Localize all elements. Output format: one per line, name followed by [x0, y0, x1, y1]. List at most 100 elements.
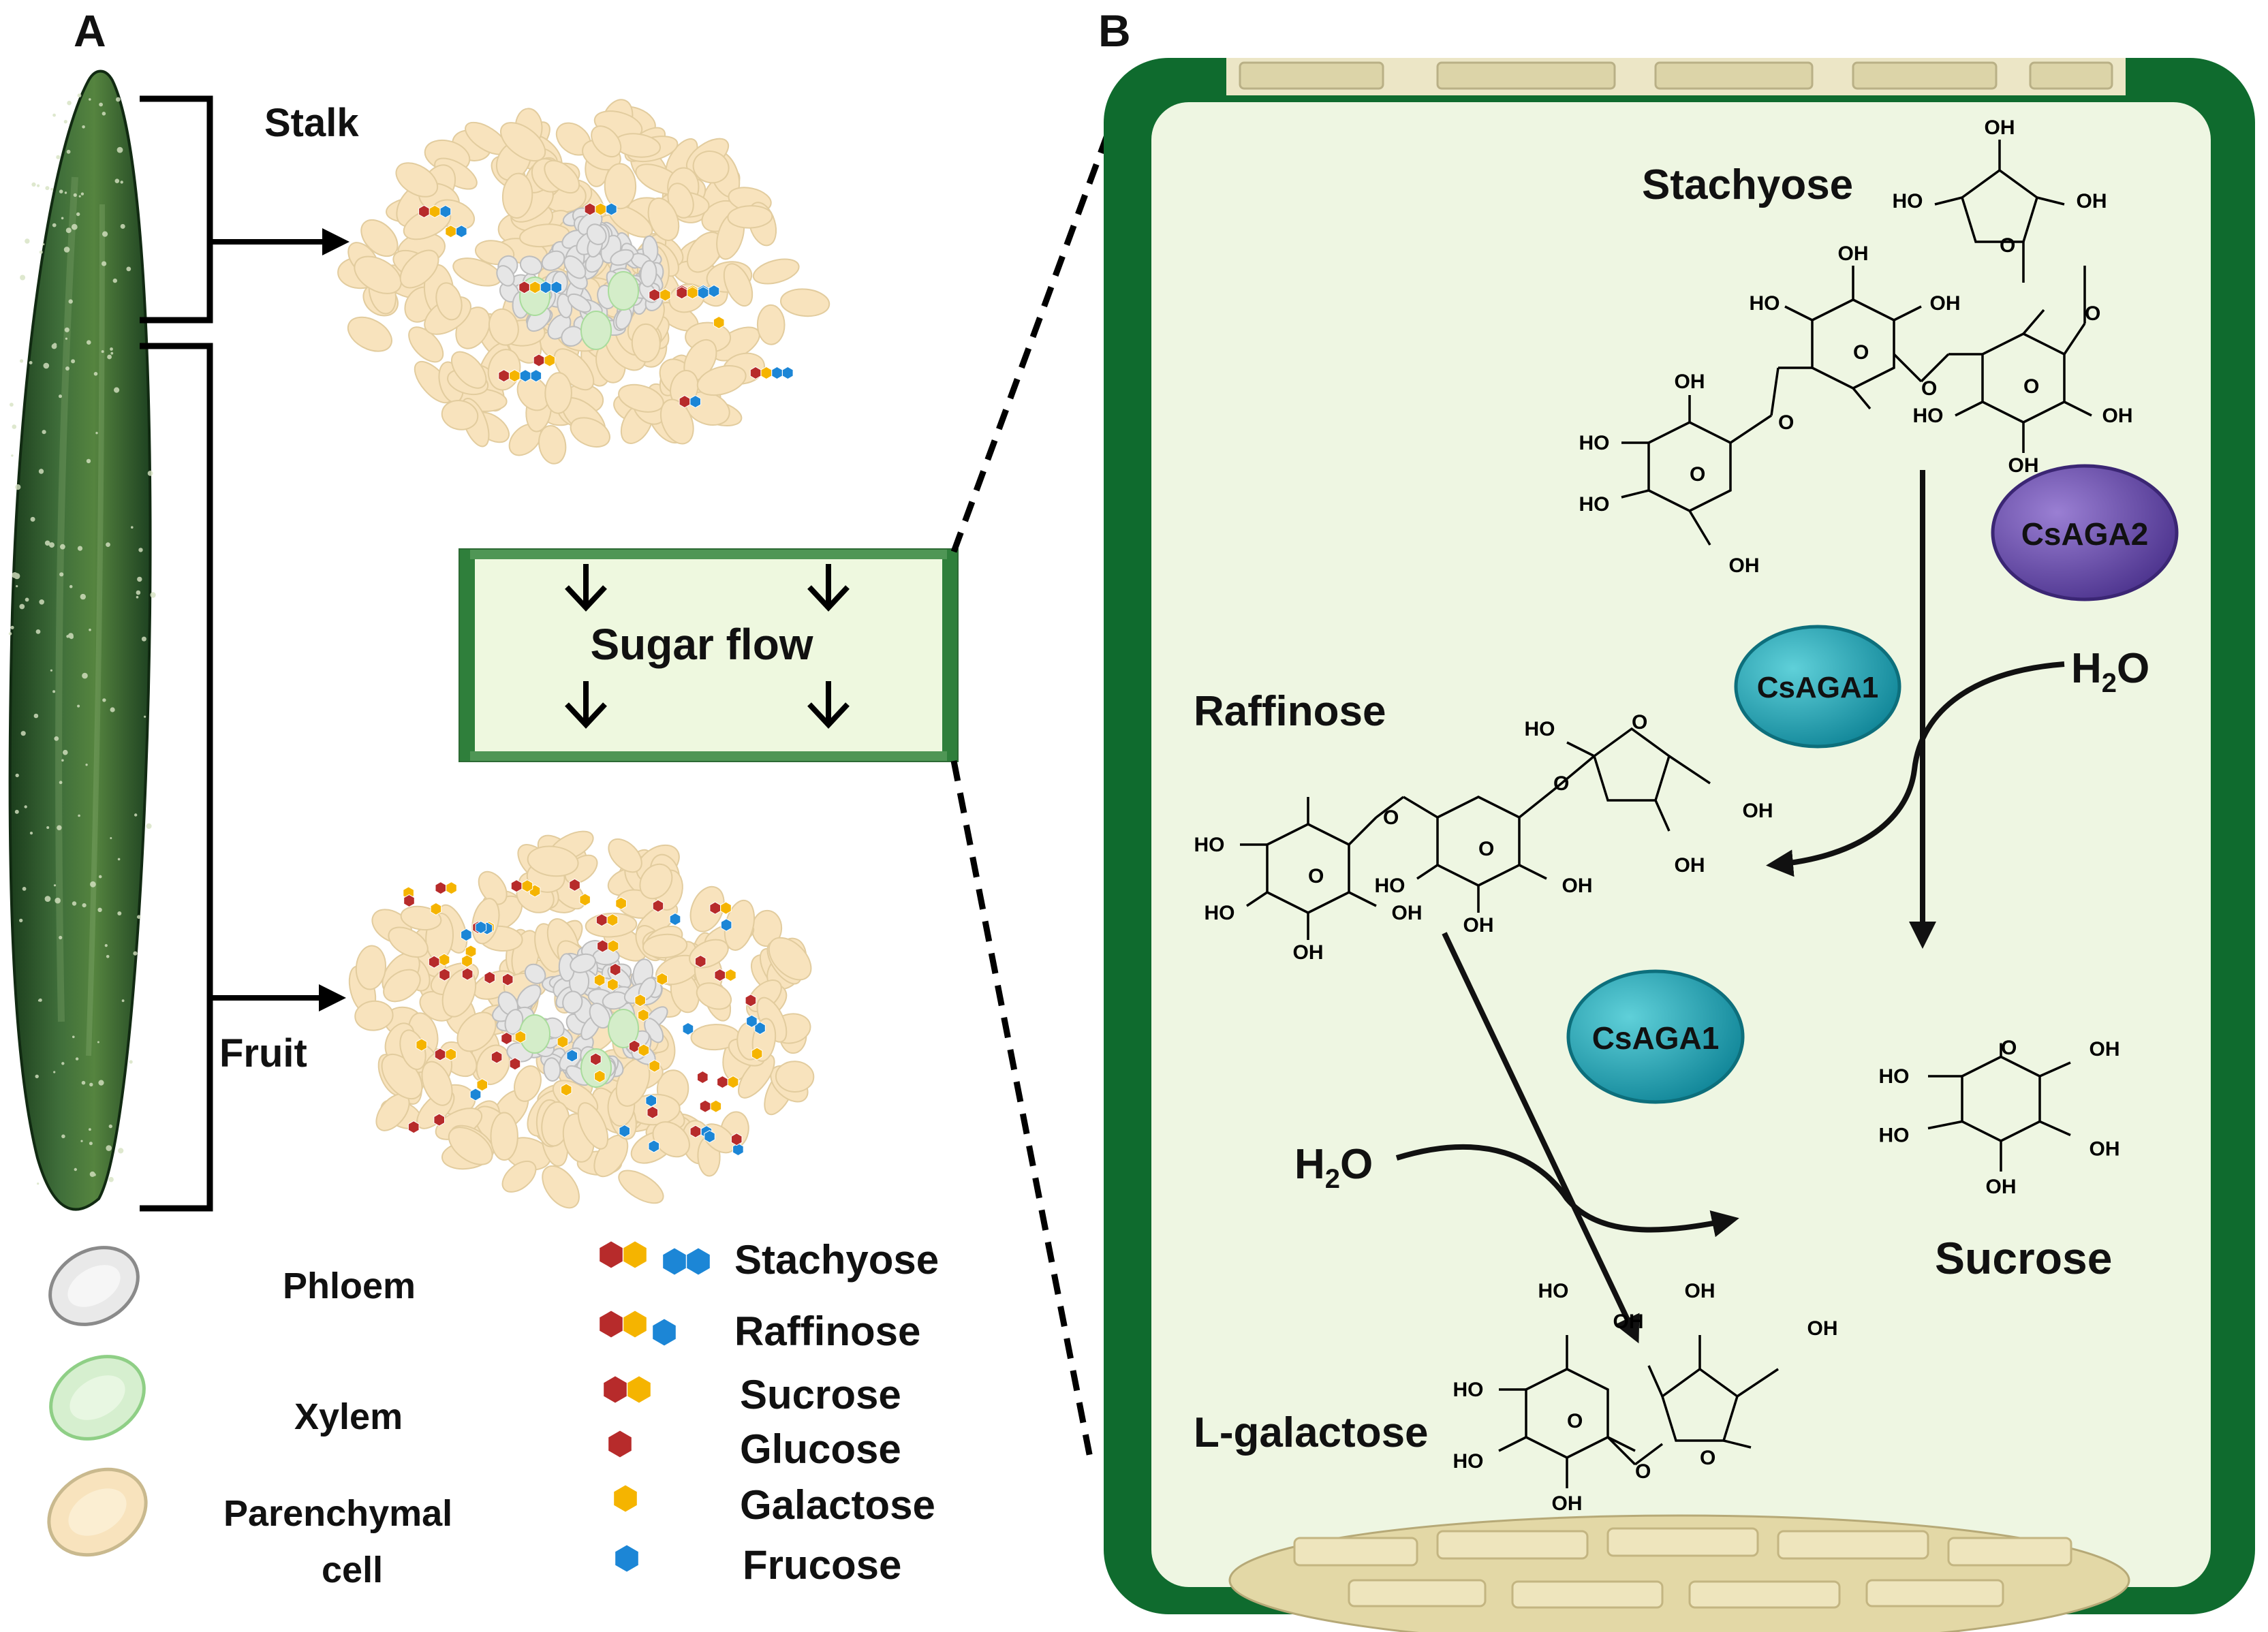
sugar-unit [682, 1022, 694, 1036]
water-to-sucrose-arrow [1395, 1144, 1739, 1238]
link-oxygen: O [2085, 302, 2100, 325]
sugar-unit [557, 1035, 569, 1048]
bond [1403, 796, 1438, 819]
zoom-line-bottom [950, 760, 1093, 1458]
sugar-unit [727, 1076, 739, 1089]
phloem-cell [586, 223, 607, 245]
sugar-unit [533, 354, 545, 367]
sugar-unit [730, 1133, 743, 1146]
bond [1634, 1443, 1664, 1466]
ring [1592, 727, 1671, 802]
parenchyma-cell [490, 1112, 518, 1161]
hydroxyl-label: OH [1562, 875, 1593, 897]
water-label-bottom: H2O [1294, 1141, 1373, 1194]
sugar-unit [529, 281, 541, 294]
parenchyma-cell [435, 282, 463, 321]
sugar-unit [717, 1076, 728, 1089]
hydroxyl-label: OH [2102, 405, 2133, 427]
bond [1893, 305, 1922, 321]
bond [2036, 196, 2065, 206]
hydroxyl-label: HO [1205, 902, 1235, 924]
sugar-unit [662, 1247, 687, 1276]
phloem-cell [563, 255, 587, 279]
bond [1654, 800, 1671, 832]
sugar-unit [751, 1047, 763, 1061]
ring-oxygen: O [1478, 838, 1494, 860]
bond [1730, 414, 1772, 444]
sugar-unit [418, 204, 430, 219]
sugar-unit [623, 1310, 647, 1338]
parenchyma-cell [421, 1061, 453, 1106]
sugar-unit [476, 1078, 488, 1092]
sugar-unit [659, 288, 671, 302]
parenchyma-cell [448, 1127, 493, 1165]
stachyose-to-raffinose-arrow [1766, 661, 2065, 877]
parenchyma-cell [544, 159, 580, 194]
hydroxyl-label: HO [1579, 493, 1610, 516]
hydroxyl-label: OH [2077, 190, 2107, 213]
sugar-unit [627, 1375, 651, 1404]
parenchyma-cell [501, 1160, 537, 1193]
parenchyma-cell [775, 1061, 815, 1093]
bond [2063, 323, 2086, 355]
flow-arrows [565, 564, 850, 729]
sugar-unit [435, 881, 447, 895]
bond [1920, 353, 1950, 383]
hydroxyl-label: OH [2008, 454, 2039, 477]
sugar-unit [590, 1052, 602, 1066]
parenchyma-cell [354, 255, 402, 294]
parenchyma-cell [441, 400, 479, 430]
parenchyma-cell [738, 1054, 775, 1099]
sugar-unit [652, 1318, 677, 1347]
ring-oxygen: O [1700, 1447, 1715, 1469]
parenchyma-cell [604, 163, 637, 210]
parenchyma-cell [542, 1165, 580, 1209]
sugar-unit [656, 972, 668, 986]
sugar-unit [603, 1375, 627, 1404]
sugar-unit [606, 202, 617, 216]
hydroxyl-label: HO [1375, 875, 1405, 897]
hydroxyl-label: HO [1750, 292, 1780, 315]
sugar-unit [428, 955, 440, 969]
legend-xylem-label: Xylem [294, 1396, 403, 1437]
sugar-unit [510, 879, 523, 893]
hydroxyl-label: HO [1579, 432, 1610, 454]
sugar-unit [521, 879, 533, 893]
stalk-bracket [140, 95, 213, 324]
sugar-unit [445, 225, 456, 238]
parenchyma-cell [618, 1170, 664, 1204]
legend-raffinose-label: Raffinose [734, 1308, 920, 1354]
phloem-cell [570, 953, 597, 973]
sugar-unit [475, 920, 487, 935]
bond [1348, 891, 1377, 907]
parenchyma-cell [692, 151, 730, 184]
sugar-unit [579, 893, 591, 907]
hydroxyl-label: HO [1453, 1450, 1484, 1473]
legend-parenchyma-label-1: Parenchymal [223, 1493, 452, 1534]
sugar-unit [501, 973, 514, 986]
phloem-cell [640, 260, 657, 287]
bond [1784, 305, 1813, 321]
sugar-unit [720, 901, 732, 915]
sugar-unit [433, 1113, 445, 1127]
sugar-unit [749, 366, 762, 380]
sugar-unit [461, 967, 473, 981]
bond [1348, 816, 1378, 846]
sugar-unit [544, 354, 556, 367]
sugar-unit [407, 1120, 420, 1134]
sugar-unit [687, 286, 698, 300]
sugar-unit [628, 1039, 640, 1053]
sugar-unit [429, 204, 441, 219]
sugar-unit [469, 1088, 482, 1101]
sugar-unit [446, 881, 457, 895]
sugar-unit [599, 1310, 623, 1338]
hydroxyl-label: OH [1807, 1317, 1838, 1340]
hydroxyl-label: OH [1985, 116, 2015, 139]
legend-sucrose-label: Sucrose [740, 1372, 901, 1417]
sugar-unit [509, 369, 521, 383]
hydroxyl-label: OH [1675, 854, 1705, 877]
